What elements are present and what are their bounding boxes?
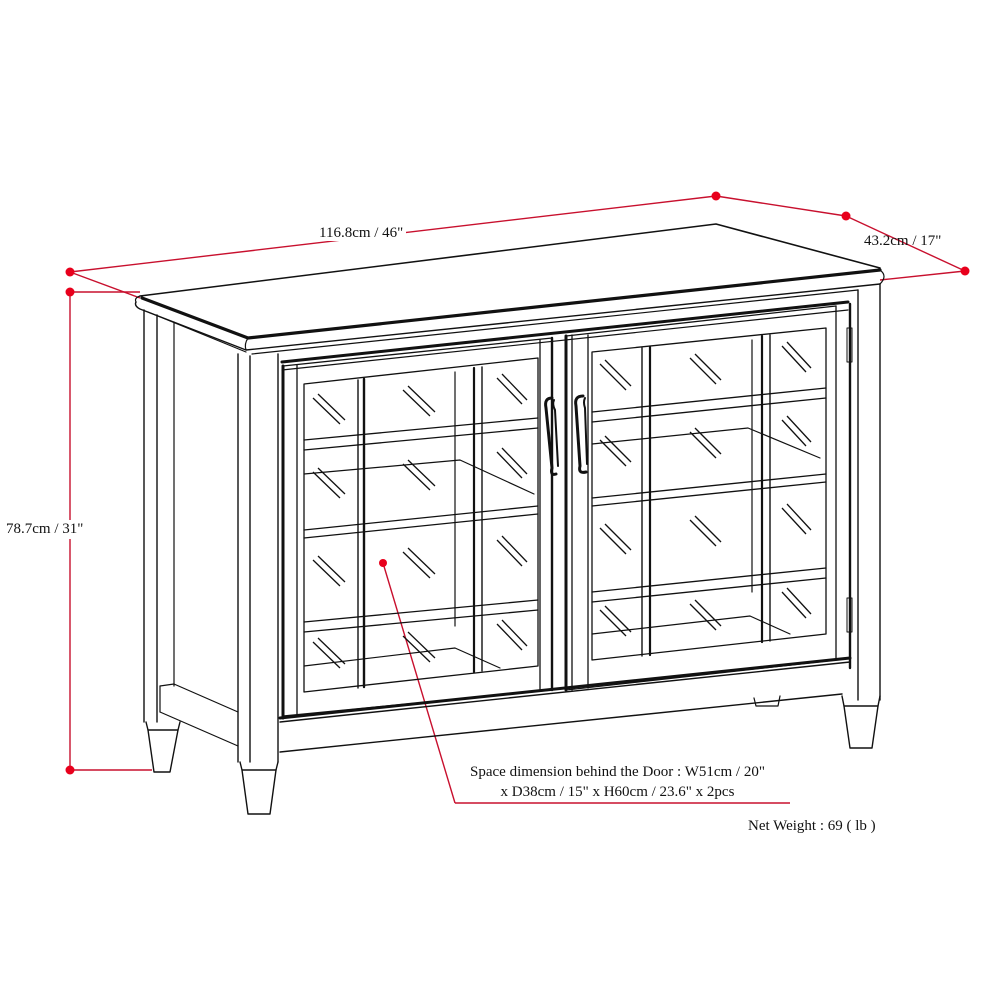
right-door-handle — [574, 394, 588, 474]
width-start-dot — [65, 267, 75, 277]
height-top-dot — [65, 287, 75, 297]
depth-start-dot — [841, 211, 851, 221]
height-bottom-dot — [65, 765, 75, 775]
width-dimension-label: 116.8cm / 46" — [316, 226, 407, 241]
depth-dimension-label: 43.2cm / 17" — [864, 233, 942, 249]
cabinet-top — [134, 223, 885, 371]
left-door-handle — [544, 396, 558, 476]
depth-end-dot — [960, 266, 970, 276]
height-dimension-label: 78.7cm / 31" — [6, 520, 84, 539]
cabinet-legs — [145, 695, 881, 815]
cabinet-left-side — [143, 309, 279, 763]
width-end-dot — [711, 191, 721, 201]
net-weight-label: Net Weight : 69 ( lb ) — [748, 818, 876, 834]
leg-back-left — [145, 721, 181, 773]
leg-front-right — [841, 695, 881, 749]
left-door — [281, 336, 554, 720]
interior-space-callout: Space dimension behind the Door : W51cm … — [470, 762, 765, 802]
dimension-endpoints — [65, 191, 970, 775]
door-handles — [544, 394, 588, 476]
callout-line-2: x D38cm / 15" x H60cm / 23.6" x 2pcs — [500, 784, 735, 800]
callout-line-1: Space dimension behind the Door : W51cm … — [470, 764, 765, 780]
callout-dot — [379, 559, 387, 567]
right-door — [564, 305, 837, 692]
dimension-lines — [69, 195, 966, 804]
leg-front-left — [239, 761, 279, 815]
